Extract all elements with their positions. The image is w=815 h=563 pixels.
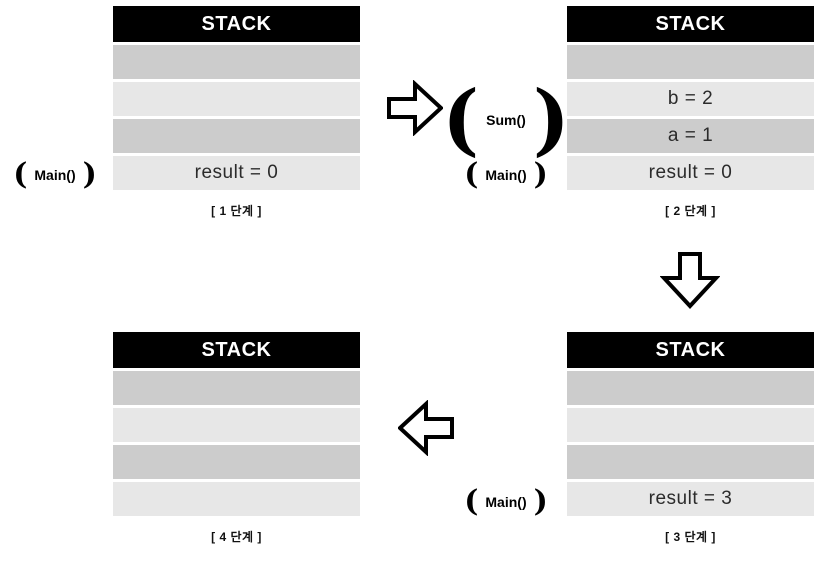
stack-header-step-1: STACK — [113, 6, 360, 42]
arrow-right-outline-icon — [387, 79, 444, 141]
stack-row: result = 3 — [567, 482, 814, 516]
frame-name: Main() — [485, 494, 527, 510]
stack-row-text: result = 0 — [194, 162, 279, 183]
bracket-open-icon: ( — [464, 484, 479, 520]
stack-row — [567, 445, 814, 479]
stack-row: result = 0 — [567, 156, 814, 190]
stack-rows-step-1: result = 0 — [113, 45, 360, 190]
arrow-down-outline-icon — [659, 252, 721, 315]
stack-caption-step-1: [ 1 단계 ] — [211, 204, 262, 218]
stack-row — [113, 408, 360, 442]
frame-label-main-step-2: ( Main() ) — [450, 157, 562, 193]
stack-row-text: result = 3 — [648, 488, 733, 509]
stack-caption-step-4: [ 4 단계 ] — [211, 530, 262, 544]
stack-panel-step-4: STACK [ 4 단계 ] — [113, 332, 360, 545]
bracket-open-icon: ( — [464, 157, 479, 193]
stack-row — [113, 482, 360, 516]
frame-name: Main() — [485, 167, 527, 183]
stack-row — [113, 82, 360, 116]
stack-row — [113, 371, 360, 405]
stack-row — [113, 45, 360, 79]
stack-header-step-4: STACK — [113, 332, 360, 368]
stack-row-text: b = 2 — [667, 88, 714, 109]
stack-row: a = 1 — [567, 119, 814, 153]
arrow-left-outline-icon — [397, 399, 454, 461]
stack-row-text: result = 0 — [648, 162, 733, 183]
frame-label-main-step-3: ( Main() ) — [450, 484, 562, 520]
stack-panel-step-3: STACK result = 3 [ 3 단계 ] — [567, 332, 814, 545]
bracket-close-icon: ) — [532, 73, 570, 165]
bracket-close-icon: ) — [533, 484, 548, 520]
stack-row: result = 0 — [113, 156, 360, 190]
frame-label-main-step-1: ( Main() ) — [0, 157, 110, 193]
stack-rows-step-4 — [113, 371, 360, 516]
stack-row — [567, 371, 814, 405]
stack-header-step-2: STACK — [567, 6, 814, 42]
stack-panel-step-1: STACK result = 0 [ 1 단계 ] — [113, 6, 360, 219]
bracket-close-icon: ) — [82, 157, 97, 193]
bracket-open-icon: ( — [442, 73, 480, 165]
stack-header-step-3: STACK — [567, 332, 814, 368]
stack-rows-step-3: result = 3 — [567, 371, 814, 516]
stack-row — [113, 445, 360, 479]
stack-rows-step-2: b = 2 a = 1 result = 0 — [567, 45, 814, 190]
stack-row — [567, 45, 814, 79]
stack-panel-step-2: STACK b = 2 a = 1 result = 0 [ 2 단계 ] — [567, 6, 814, 219]
bracket-close-icon: ) — [533, 157, 548, 193]
stack-row: b = 2 — [567, 82, 814, 116]
stack-caption-step-2: [ 2 단계 ] — [665, 204, 716, 218]
stack-row — [113, 119, 360, 153]
stack-row-text: a = 1 — [667, 125, 714, 146]
stack-caption-step-3: [ 3 단계 ] — [665, 530, 716, 544]
stack-row — [567, 408, 814, 442]
frame-name: Main() — [34, 167, 76, 183]
frame-label-sum-step-2: ( Sum() ) — [442, 80, 569, 158]
bracket-open-icon: ( — [13, 157, 28, 193]
frame-name: Sum() — [486, 112, 526, 128]
